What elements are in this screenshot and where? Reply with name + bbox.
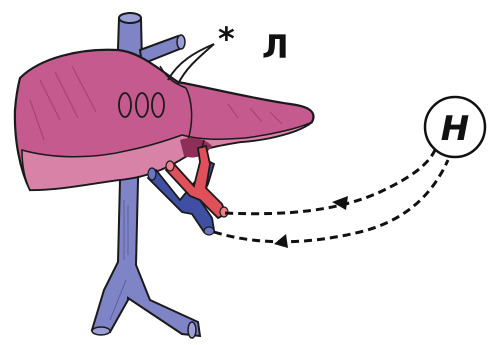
dashed-arrows (214, 140, 456, 248)
liver (15, 50, 314, 190)
node-circle: Н (425, 97, 485, 157)
arrow-head-right (274, 234, 288, 248)
arrow-to-artery (225, 150, 435, 214)
liver-letter-label: Л (262, 28, 289, 66)
node-letter: Н (441, 109, 469, 149)
asterisk-label: * (218, 20, 235, 58)
